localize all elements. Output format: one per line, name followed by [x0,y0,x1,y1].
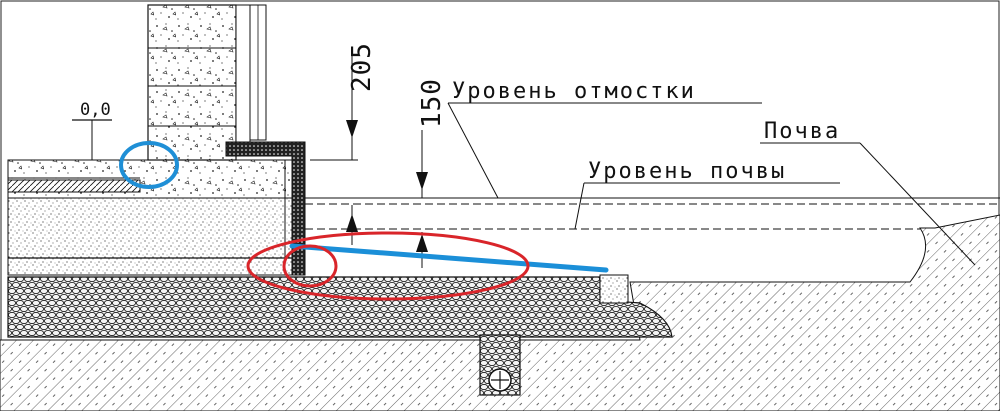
gravel-bed [7,276,673,338]
floor-insulation [7,179,141,193]
wall-blocks [147,4,237,161]
label-soil: Почва [764,119,840,144]
dimension-150: 150 [416,78,447,268]
leader-soil-level: Уровень почвы [574,159,840,230]
plinth-waterproofing [225,141,306,276]
red-highlight-ellipse-small [282,244,338,288]
curb-stone [599,274,629,304]
slope-line-highlight [289,243,609,273]
red-highlight-ellipse-large [246,231,530,301]
leader-blind-area-level: Уровень отмостки [447,79,762,199]
wall-insulation [235,4,251,151]
dimension-205-label: 205 [347,42,377,92]
label-blind-area-level: Уровень отмостки [452,79,696,104]
dimension-205: 205 [310,42,377,245]
label-soil-level: Уровень почвы [588,159,786,184]
blue-highlight-circle [119,141,179,189]
level-zero-marker: 0,0 [72,100,112,161]
sand-layer [7,194,299,276]
soil-hatching [0,214,1000,411]
dimension-150-label: 150 [417,78,447,128]
leader-soil: Почва [760,119,976,266]
level-zero-label: 0,0 [80,100,111,120]
